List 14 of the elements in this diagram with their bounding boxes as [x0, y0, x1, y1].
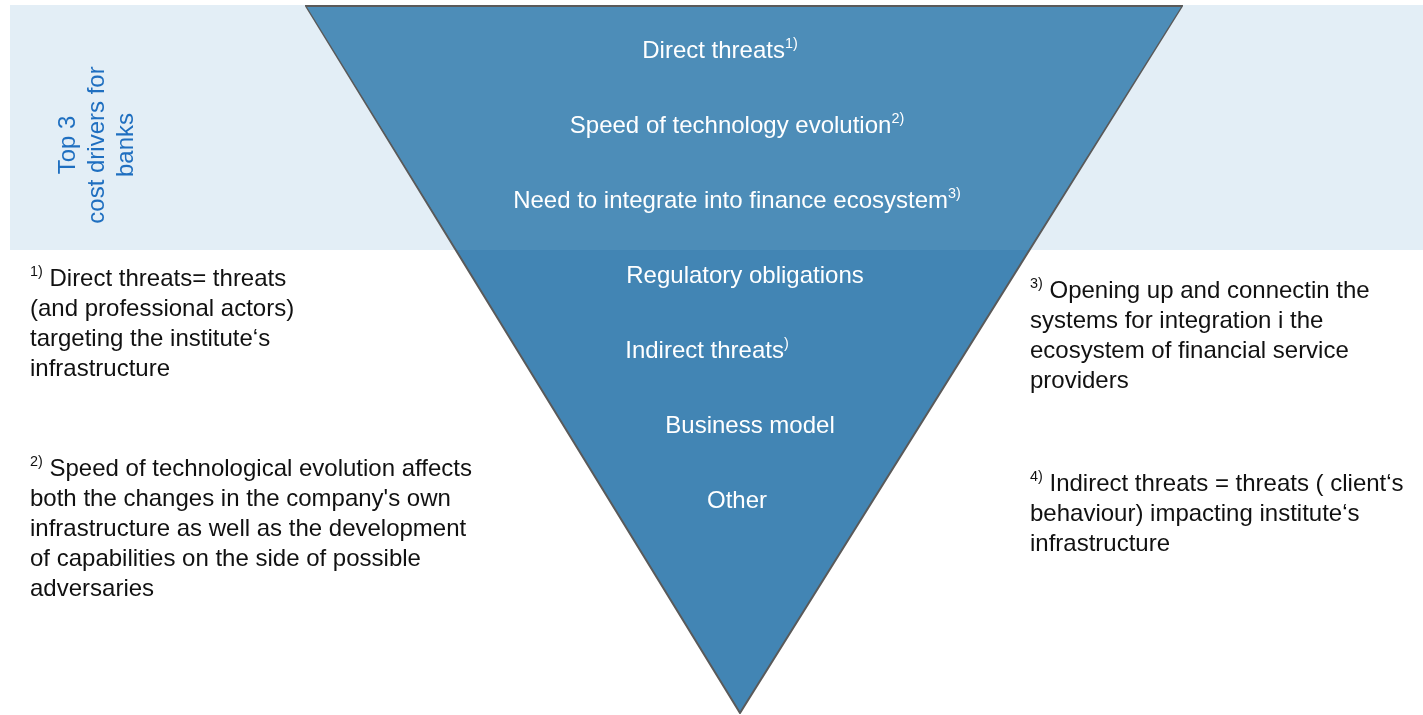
cost-driver-label: Regulatory obligations: [626, 261, 864, 289]
cost-driver-label: Indirect threats$^{)}$: [625, 336, 789, 364]
cost-driver-label: Business model: [665, 411, 835, 439]
cost-driver-label: Speed of technology evolution$^{2)}$: [569, 111, 905, 139]
cost-driver-label: Direct threats$^{1)}$: [642, 36, 798, 64]
footnote: $^{3)}$ Opening up and connectin the systems for integration i the ecosystem of financial service providers: [1030, 275, 1371, 395]
cost-driver-label: Need to integrate into finance ecosystem$^{3)}$: [513, 186, 961, 214]
header-band: [10, 5, 305, 250]
footnote: $^{2)}$ Speed of technological evolution affects both the changes in the company's own infrastructure as well as the development of capabilities on the side of possible adversaries: [30, 453, 473, 603]
footnote: $^{4)}$ Indirect threats = threats ( client‘s behaviour) impacting institute‘s infrastructure: [1030, 468, 1405, 558]
band-title: Top 3: [52, 114, 81, 177]
footnote: $^{1)}$ Direct threats= threats (and professional actors) targeting the institute‘s infrastructure: [30, 263, 296, 383]
band-title: cost drivers for banks: [81, 65, 139, 226]
cost-driver-label: Other: [707, 486, 767, 514]
